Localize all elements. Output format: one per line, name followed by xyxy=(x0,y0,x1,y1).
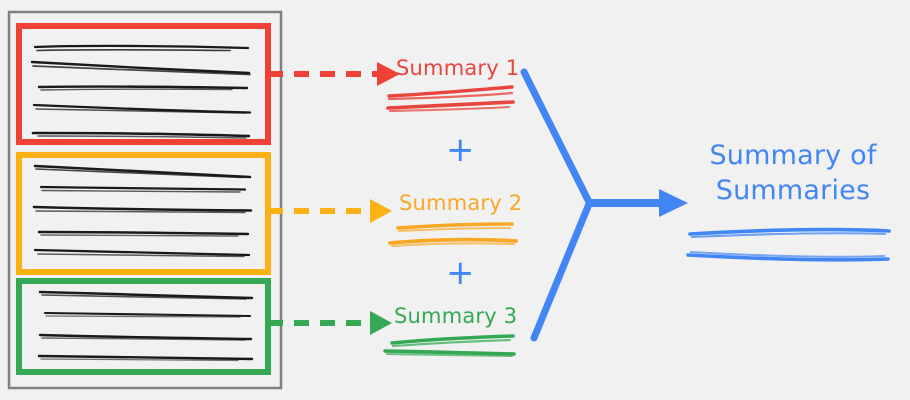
document-section-red-border xyxy=(16,23,271,145)
plus-operator-2: + xyxy=(446,253,475,293)
final-summary-title: Summary of Summaries xyxy=(700,138,886,208)
merge-arrow xyxy=(520,68,688,342)
summary-1-label: Summary 1 xyxy=(396,56,520,80)
summary-3-label: Summary 3 xyxy=(394,304,518,328)
source-document-panel xyxy=(7,10,283,390)
arrow-section-green-to-summary-3 xyxy=(268,311,392,335)
summary-3-scribble xyxy=(383,334,516,357)
arrow-section-orange-to-summary-2 xyxy=(268,199,392,223)
document-section-green-border xyxy=(16,278,271,375)
final-summary-scribble xyxy=(686,227,891,262)
final-summary-title-line-2: Summaries xyxy=(715,175,871,206)
summary-1-scribble xyxy=(386,85,515,113)
final-summary-title-line-1: Summary of xyxy=(709,140,877,171)
plus-operator-1: + xyxy=(446,130,475,170)
summary-2-scribble xyxy=(388,222,518,247)
document-section-red-text-lines xyxy=(30,44,252,139)
arrow-section-red-to-summary-1 xyxy=(268,62,400,86)
summary-2-label: Summary 2 xyxy=(399,191,523,215)
document-section-green-text-lines xyxy=(37,290,254,362)
document-section-orange-text-lines xyxy=(32,164,253,258)
